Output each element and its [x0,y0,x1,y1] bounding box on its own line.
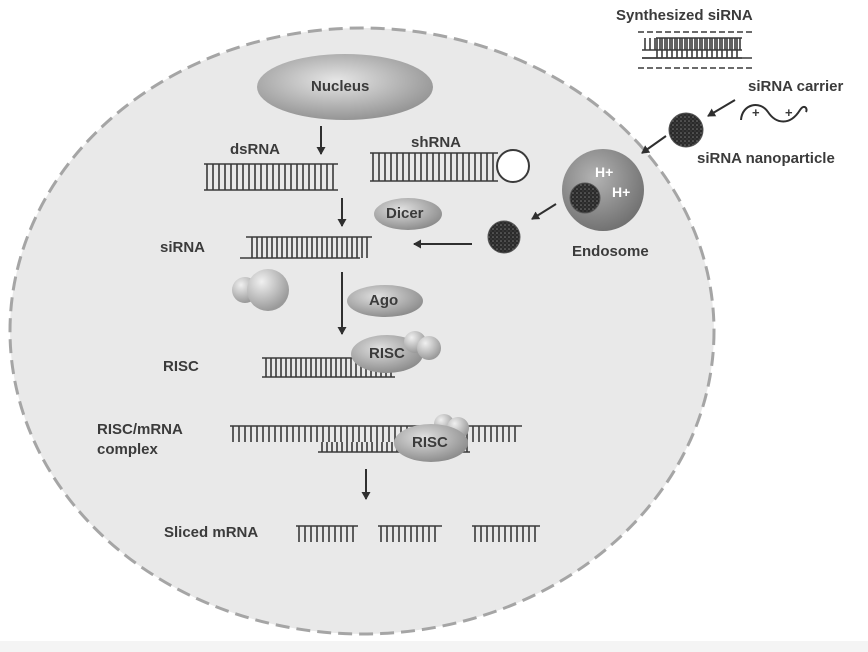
risc-assembled [351,331,441,373]
label-endosome: Endosome [572,243,649,260]
arrow-to-endosome [641,135,667,154]
label-ago: Ago [369,292,399,309]
incoming-nanoparticle [668,112,704,148]
ago-protein [347,285,423,317]
endosome-nanoparticle [569,182,601,214]
label-h-plus-1: H+ [595,164,614,180]
label-synthesized-sirna: Synthesized siRNA [616,7,753,24]
released-nanoparticle [487,220,521,254]
label-risc-mrna-line2: complex [97,441,158,458]
label-risc-mrna-line1: RISC/mRNA [97,421,183,438]
label-carrier-plus-1: + [752,105,760,120]
label-dsrna: dsRNA [230,141,281,158]
rna-strands [204,31,752,542]
label-h-plus-2: H+ [612,184,631,200]
label-risc-protein: RISC [369,345,405,362]
dicer-protein [374,198,442,230]
label-sliced-mrna: Sliced mRNA [164,524,259,541]
sirna-carrier-strand [740,104,808,123]
label-sirna-carrier: siRNA carrier [748,78,844,95]
arrow-carrier-to-nanoparticle [707,99,736,117]
label-dicer: Dicer [386,205,424,222]
bottom-strip [0,641,868,652]
label-carrier-plus-2: + [785,105,793,120]
nucleus [257,54,433,120]
label-sirna-nanoparticle: siRNA nanoparticle [697,150,835,167]
cell-membrane [8,26,716,636]
risc-component-balls [232,269,289,311]
label-shrna: shRNA [411,134,462,151]
shrna-loop [496,149,530,183]
risc-mrna-protein [394,414,469,462]
label-risc: RISC [163,358,199,375]
label-nucleus: Nucleus [311,78,370,95]
label-sirna: siRNA [160,239,206,256]
label-risc-complex-protein: RISC [412,434,448,451]
arrow-endosome-release [531,203,557,220]
